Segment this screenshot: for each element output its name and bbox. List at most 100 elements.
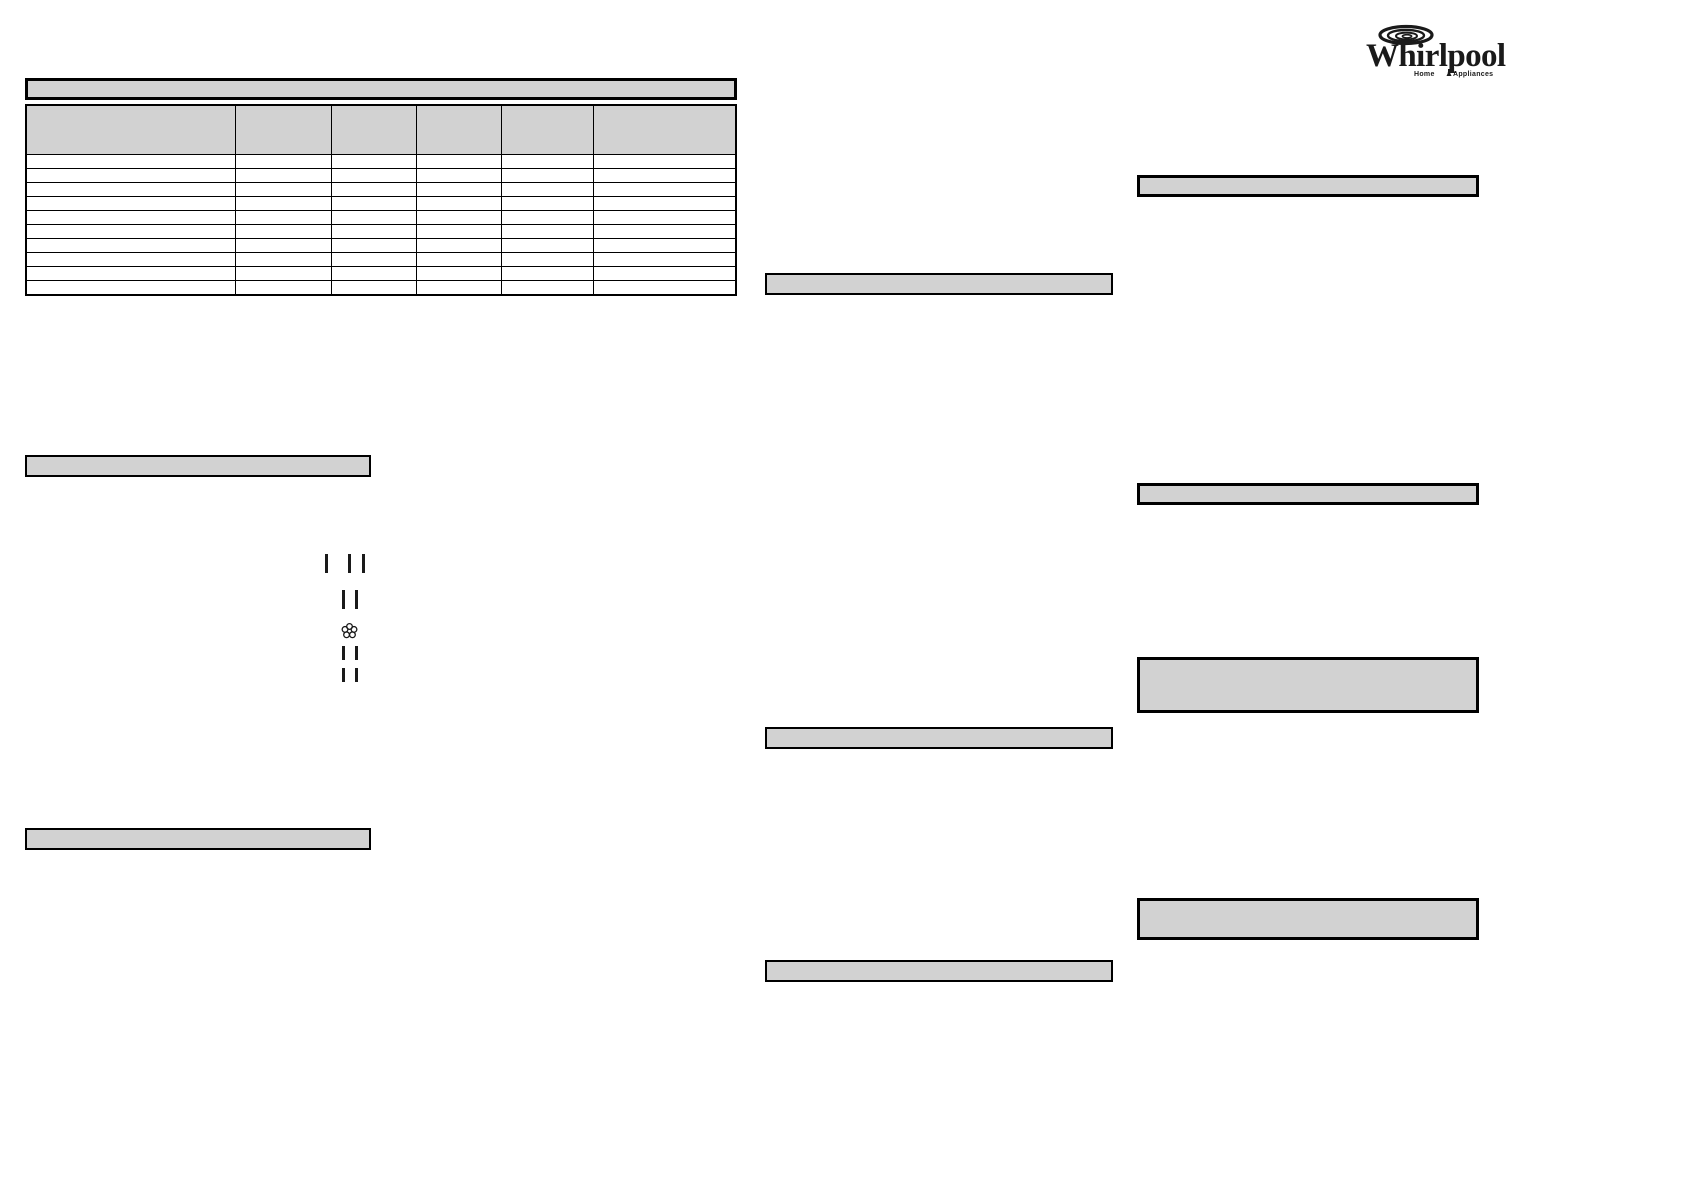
star-bar-icon (325, 554, 328, 573)
table-cell (234, 168, 332, 183)
star-bar-icon (355, 590, 359, 609)
right-body-text-4 (1137, 950, 1479, 1010)
right-section-header-1 (1137, 175, 1479, 197)
table-cell (330, 252, 417, 267)
star-bar-icon (342, 590, 345, 609)
table-cell (501, 266, 595, 281)
table-cell (330, 224, 417, 239)
table-cell (330, 266, 417, 281)
table-cell (415, 238, 503, 253)
table-cell (234, 266, 332, 281)
table-cell (330, 210, 417, 225)
table-cell (501, 210, 595, 225)
table-row (25, 154, 737, 169)
table-cell (501, 224, 595, 239)
middle-section-header-1 (765, 273, 1113, 295)
table-row (25, 224, 737, 239)
rating-symbol-group (325, 552, 395, 688)
table-cell (25, 168, 236, 183)
left-body-text-2 (25, 860, 371, 920)
spec-col-header-d (415, 104, 503, 155)
table-cell (330, 182, 417, 197)
table-cell (593, 224, 737, 239)
table-cell (593, 154, 737, 169)
table-cell (25, 196, 236, 211)
table-cell (330, 280, 417, 296)
table-cell (234, 280, 332, 296)
rating-row-flower (325, 620, 395, 644)
table-row (25, 210, 737, 225)
svg-text:Home: Home (1414, 71, 1435, 78)
table-cell (593, 252, 737, 267)
spec-table (25, 78, 737, 296)
right-section-header-2 (1137, 483, 1479, 505)
star-bar-icon (342, 645, 345, 660)
spec-table-body (25, 154, 737, 296)
table-cell (25, 224, 236, 239)
table-row (25, 266, 737, 281)
spec-col-header-b (234, 104, 332, 155)
middle-body-text-2 (765, 759, 1113, 819)
right-body-text-1 (1137, 208, 1479, 268)
table-cell (593, 182, 737, 197)
spec-col-header-e (501, 104, 595, 155)
whirlpool-swirl-icon: Whirlpool Home Appliances (1366, 24, 1506, 78)
table-cell (593, 238, 737, 253)
table-cell (415, 210, 503, 225)
table-cell (415, 154, 503, 169)
table-row (25, 196, 737, 211)
table-cell (593, 196, 737, 211)
middle-body-text-1 (765, 305, 1113, 365)
star-bar-icon (361, 554, 365, 573)
table-row (25, 182, 737, 197)
svg-text:Whirlpool: Whirlpool (1366, 38, 1506, 74)
table-cell (501, 196, 595, 211)
star-bar-icon (342, 667, 345, 682)
table-cell (25, 154, 236, 169)
table-cell (593, 210, 737, 225)
table-row (25, 280, 737, 296)
table-cell (415, 168, 503, 183)
table-cell (234, 196, 332, 211)
table-cell (501, 182, 595, 197)
table-cell (25, 182, 236, 197)
table-cell (593, 266, 737, 281)
spec-col-header-c (330, 104, 417, 155)
left-body-text-1 (25, 488, 371, 538)
whirlpool-logo: Whirlpool Home Appliances (1348, 22, 1508, 84)
right-section-header-4 (1137, 898, 1479, 940)
middle-section-header-3 (765, 960, 1113, 982)
table-cell (330, 168, 417, 183)
table-cell (415, 266, 503, 281)
right-body-text-2 (1137, 516, 1479, 576)
left-section-header-1 (25, 455, 371, 477)
table-cell (415, 252, 503, 267)
table-row (25, 238, 737, 253)
snowflake-flower-icon (341, 622, 358, 639)
table-cell (415, 280, 503, 296)
spec-table-title (25, 78, 737, 100)
table-cell (330, 154, 417, 169)
table-cell (25, 210, 236, 225)
table-cell (330, 238, 417, 253)
table-cell (234, 210, 332, 225)
table-cell (501, 252, 595, 267)
table-row (25, 168, 737, 183)
star-bar-icon (348, 554, 352, 573)
table-cell (415, 182, 503, 197)
spec-table-header-row (25, 104, 737, 155)
middle-section-header-2 (765, 727, 1113, 749)
right-section-header-3 (1137, 657, 1479, 713)
spec-table-grid (25, 104, 737, 296)
table-cell (234, 182, 332, 197)
table-cell (501, 154, 595, 169)
table-cell (593, 168, 737, 183)
table-cell (25, 266, 236, 281)
table-cell (25, 280, 236, 296)
table-row (25, 252, 737, 267)
table-cell (593, 280, 737, 296)
svg-text:Appliances: Appliances (1453, 71, 1493, 78)
table-cell (25, 238, 236, 253)
spec-col-header-a (25, 104, 236, 155)
